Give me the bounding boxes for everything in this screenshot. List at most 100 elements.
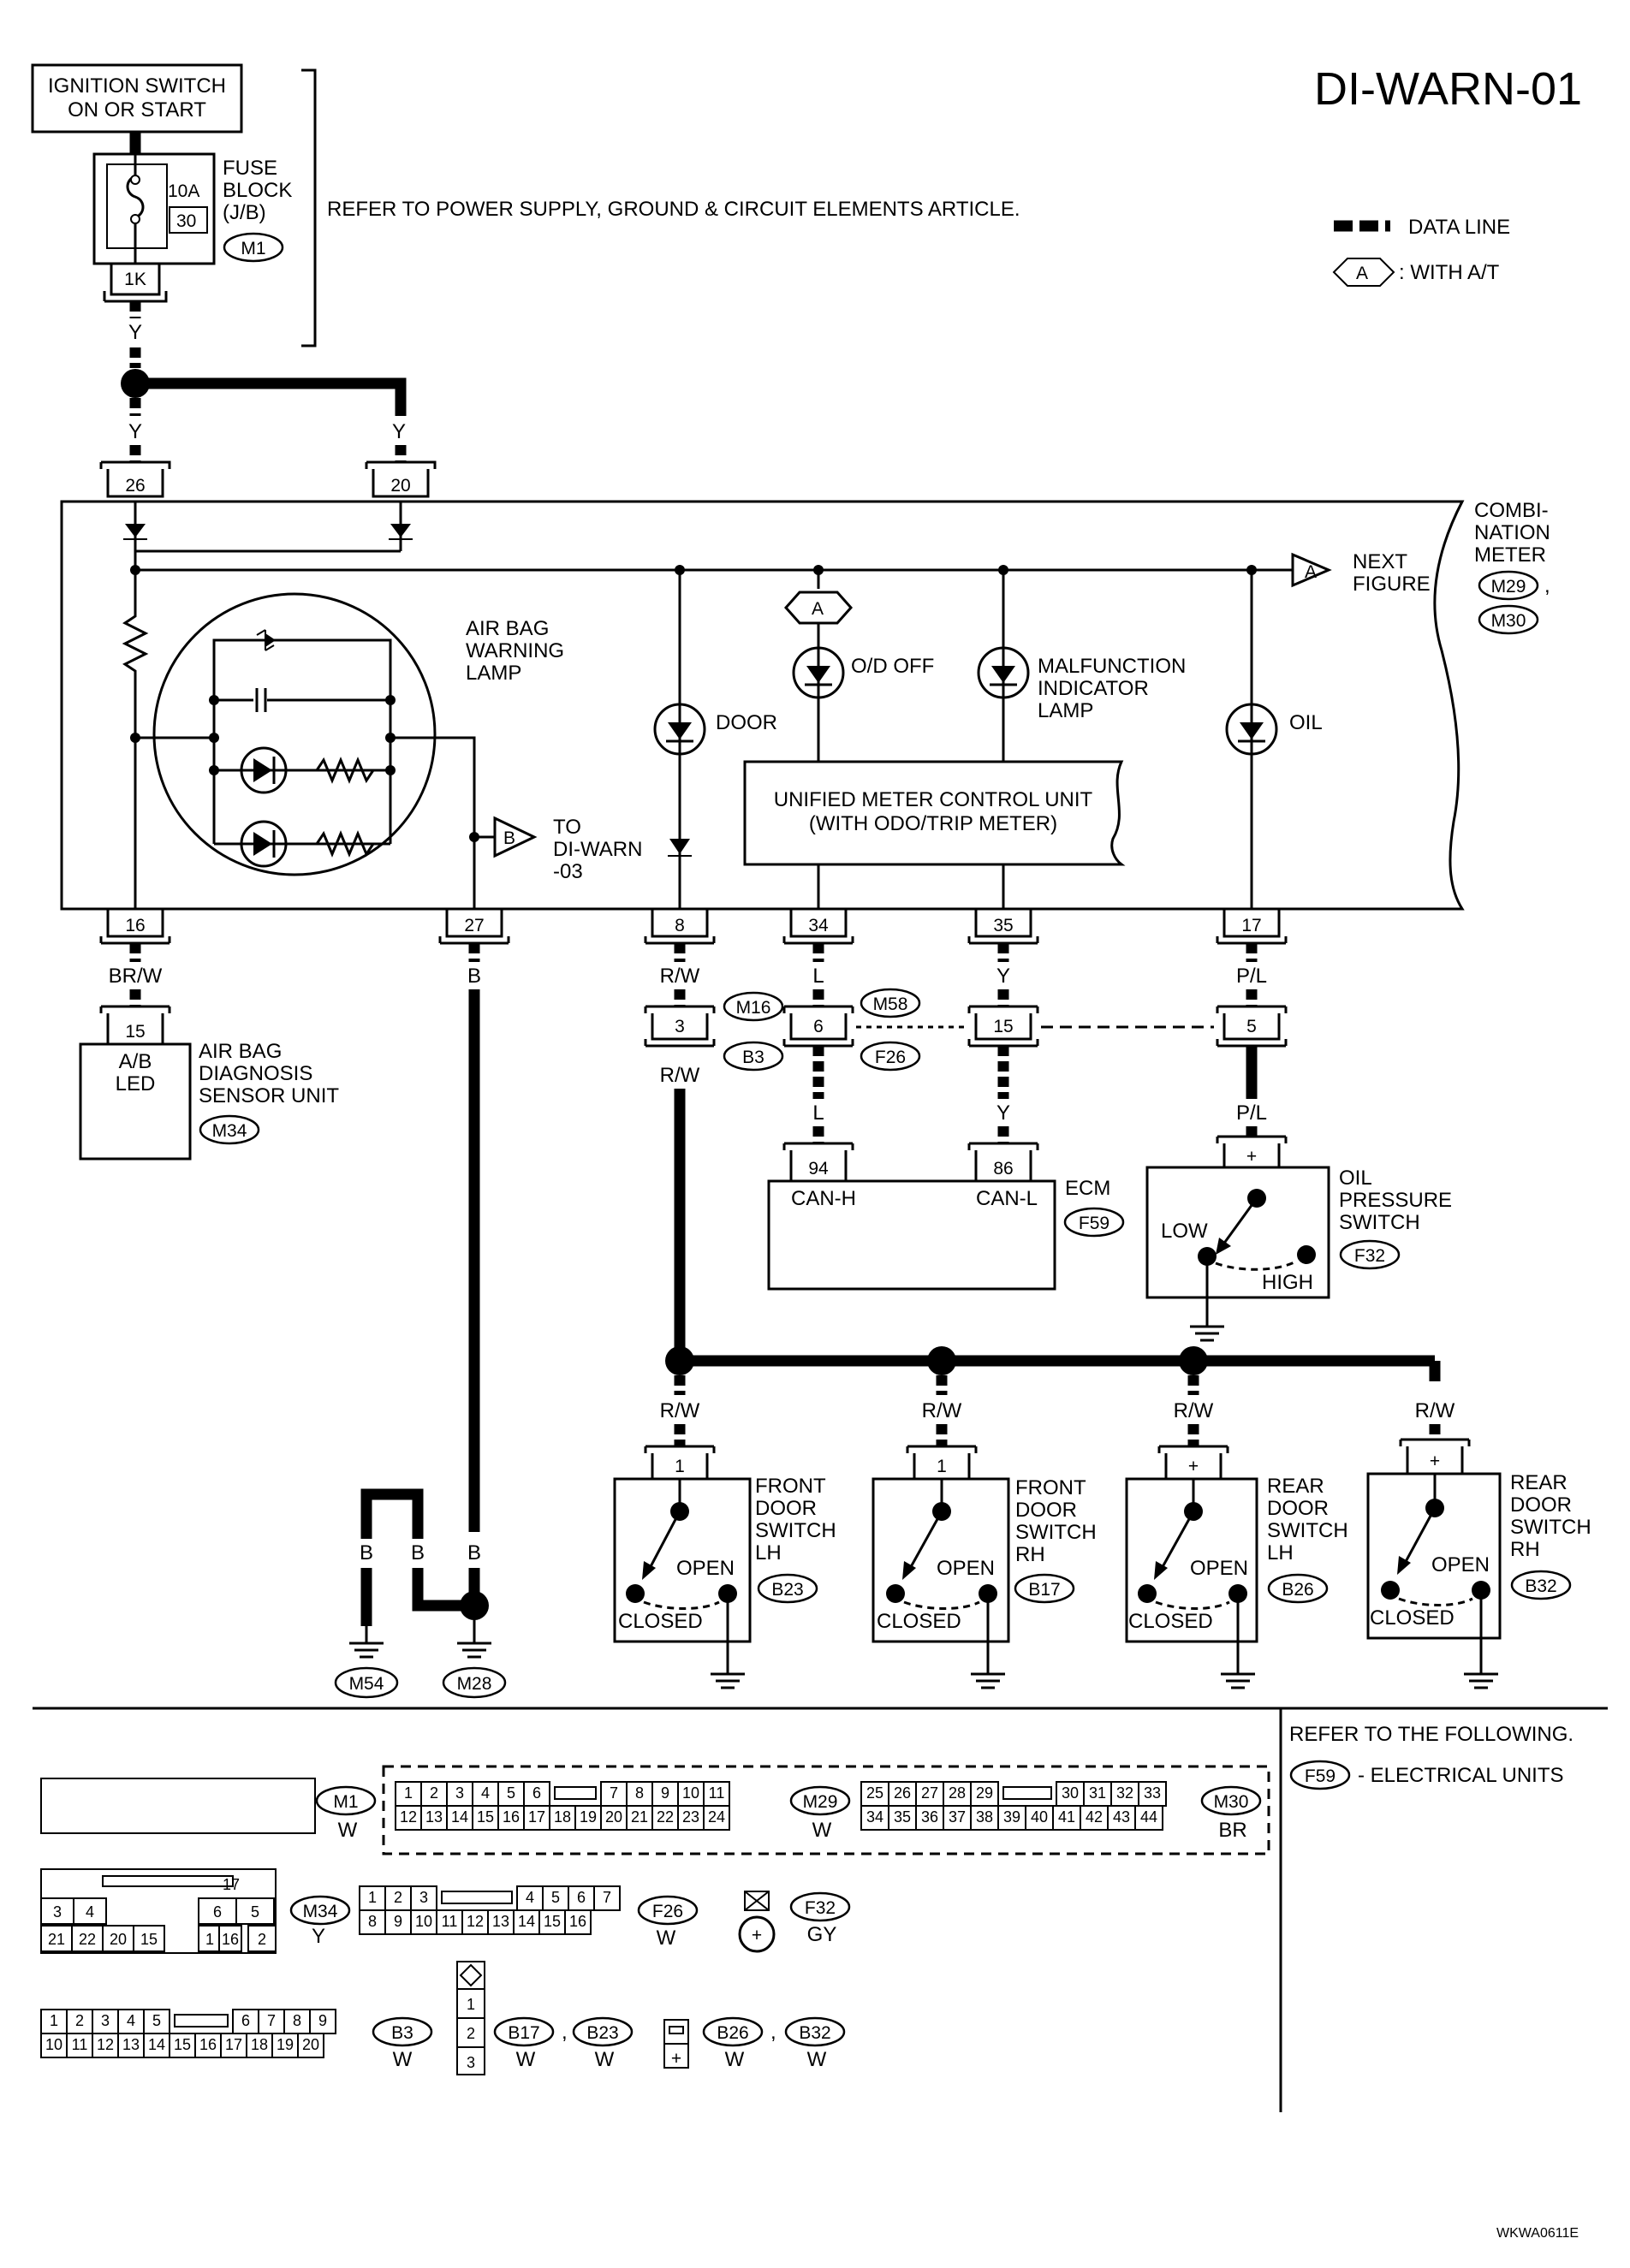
connector-pin-label: 10	[415, 1913, 432, 1930]
svg-text:LAMP: LAMP	[1038, 699, 1093, 722]
connector-pin	[703, 1781, 730, 1807]
svg-text:W: W	[657, 1927, 676, 1950]
connector-pin-label: 17	[225, 2036, 242, 2053]
connector-pin-label: 12	[400, 1808, 417, 1826]
connector-pin	[1080, 1805, 1109, 1831]
svg-text:A: A	[812, 599, 824, 619]
svg-text:1: 1	[467, 1996, 475, 2013]
svg-text:B: B	[467, 965, 481, 988]
connector-lock	[441, 1891, 513, 1904]
svg-text:LAMP: LAMP	[466, 662, 521, 685]
svg-text:COMBI-: COMBI-	[1474, 499, 1549, 522]
svg-text:26: 26	[125, 476, 145, 496]
connector-pin-label: 5	[251, 1903, 259, 1921]
connector-pin-label: 20	[605, 1808, 622, 1826]
connector-pin	[1138, 1781, 1167, 1807]
svg-text:METER: METER	[1474, 543, 1546, 567]
connector-pin-label: 13	[425, 1808, 443, 1826]
svg-text:+: +	[1430, 1452, 1440, 1471]
svg-text:M29: M29	[1491, 577, 1526, 597]
svg-text:F59: F59	[1079, 1214, 1109, 1233]
svg-text:,: ,	[1544, 574, 1550, 597]
svg-text:NEXT: NEXT	[1353, 550, 1407, 573]
connector-pin	[997, 1805, 1026, 1831]
svg-text:B26: B26	[717, 2023, 748, 2043]
svg-text:M16: M16	[736, 998, 771, 1018]
connector-pin-label: 14	[518, 1913, 535, 1930]
connector-pin-label: 1	[50, 2012, 58, 2029]
connector-face-views: 1K2K3K4K5K6K7K8K9K10K11K12K13K14K15K16K1…	[40, 1778, 1167, 2058]
connector-pin	[1134, 1805, 1163, 1831]
svg-text:A: A	[1356, 264, 1368, 283]
meter-bottom-pins: 16 27 8 34 35 17	[99, 909, 1288, 945]
svg-text:15: 15	[993, 1017, 1013, 1036]
svg-text:-03: -03	[553, 860, 583, 883]
svg-text:35: 35	[993, 916, 1013, 935]
svg-text:W: W	[338, 1819, 358, 1842]
svg-text:M30: M30	[1491, 611, 1526, 631]
svg-text:2: 2	[467, 2025, 475, 2042]
connector-pin-label: 5	[152, 2012, 161, 2029]
svg-text:(J/B): (J/B)	[223, 201, 266, 224]
connector-pin-label: 7	[267, 2012, 276, 2029]
svg-text:B26: B26	[1282, 1580, 1313, 1600]
svg-text:F32: F32	[805, 1898, 836, 1918]
svg-text:PRESSURE: PRESSURE	[1339, 1189, 1452, 1212]
connector-pin	[218, 1925, 242, 1952]
connector-pin-label: 8	[293, 2012, 301, 2029]
connector-pin	[359, 1909, 386, 1935]
to-di-warn-03-marker	[493, 816, 538, 858]
svg-text:,: ,	[562, 2021, 568, 2044]
ecm-box	[767, 1179, 1056, 1291]
ground-icon	[1190, 1325, 1224, 1342]
connector-pin	[703, 1805, 730, 1831]
connector-pin	[574, 1805, 602, 1831]
connector-pin	[66, 2033, 93, 2058]
svg-text:DI-WARN: DI-WARN	[553, 838, 642, 861]
connector-pin	[73, 1897, 107, 1925]
connector-pin-label: 7	[603, 1889, 611, 1906]
connector-pin-label: 43	[1113, 1808, 1130, 1826]
svg-text:1: 1	[675, 1457, 685, 1476]
connector-pin-label: 11	[72, 2036, 88, 2053]
connector-pin-label: 34	[866, 1808, 883, 1826]
connector-pin	[309, 2009, 336, 2034]
svg-text:30: 30	[176, 211, 196, 231]
svg-text:+: +	[1246, 1147, 1257, 1167]
svg-text:1K: 1K	[124, 270, 146, 289]
svg-text:FUSE: FUSE	[223, 157, 277, 180]
svg-text:OIL: OIL	[1339, 1167, 1372, 1190]
air-bag-diagnosis-sensor-unit	[79, 1042, 192, 1161]
connector-pin	[497, 1805, 525, 1831]
svg-text:R/W: R/W	[660, 1064, 700, 1087]
od-off-lamp-icon	[792, 646, 845, 699]
svg-text:UNIFIED METER CONTROL UNIT: UNIFIED METER CONTROL UNIT	[774, 788, 1093, 811]
svg-text:BR/W: BR/W	[109, 965, 163, 988]
svg-text:M1: M1	[241, 239, 265, 258]
connector-pin	[143, 2033, 170, 2058]
svg-text:B3: B3	[742, 1048, 764, 1067]
svg-text:W: W	[812, 1819, 832, 1842]
svg-text:+: +	[671, 2049, 681, 2069]
svg-text:A: A	[1305, 562, 1317, 582]
svg-text:R/W: R/W	[660, 965, 700, 988]
svg-text:FRONT: FRONT	[1015, 1476, 1086, 1499]
svg-text:94: 94	[808, 1159, 829, 1179]
connector-pin-label: 32	[1116, 1784, 1133, 1802]
svg-text:OIL: OIL	[1289, 711, 1323, 734]
svg-text:R/W: R/W	[1174, 1399, 1214, 1422]
fuse-block	[92, 152, 216, 265]
svg-text:REAR: REAR	[1510, 1471, 1568, 1494]
connector-pin-label: 21	[631, 1808, 648, 1826]
connector-pin-label: 20	[110, 1931, 127, 1948]
svg-text:WARNING: WARNING	[466, 639, 564, 662]
svg-text:M28: M28	[457, 1674, 492, 1694]
svg-text:(WITH ODO/TRIP METER): (WITH ODO/TRIP METER)	[809, 812, 1057, 835]
connector-pin-label: 3	[419, 1889, 428, 1906]
malfunction-indicator-lamp-icon	[977, 646, 1030, 699]
svg-text:DOOR: DOOR	[716, 711, 777, 734]
connector-pin-label: 37	[949, 1808, 966, 1826]
svg-text:SWITCH: SWITCH	[1015, 1521, 1097, 1544]
connector-pin-label: 17	[528, 1808, 545, 1826]
svg-text:5: 5	[1246, 1017, 1257, 1036]
